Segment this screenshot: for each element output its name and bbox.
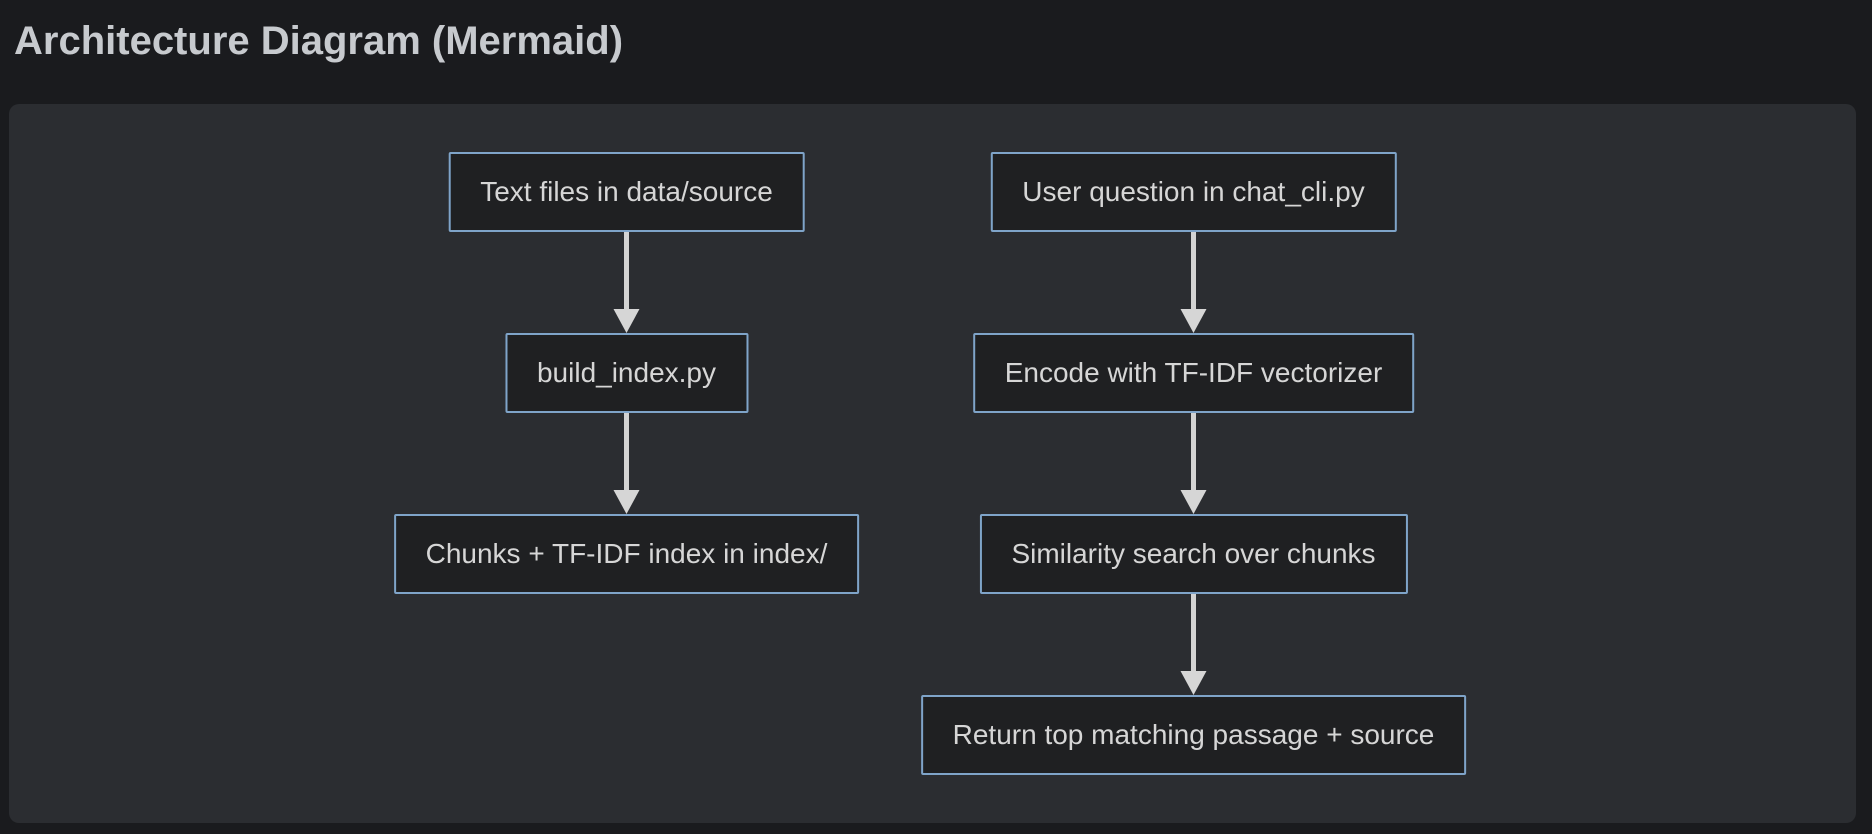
edge-arrow-similarity-search-to-return-passage [1180,593,1207,695]
edge-arrow-user-question-to-encode-tfidf [1180,232,1207,333]
diagram-panel: Text files in data/source User question … [9,104,1856,823]
node-build-index: build_index.py [504,333,749,413]
node-user-question: User question in chat_cli.py [990,152,1397,232]
edge-arrow-text-files-to-build-index [613,232,640,333]
node-chunks-index: Chunks + TF-IDF index in index/ [393,514,860,594]
page-title: Architecture Diagram (Mermaid) [14,19,624,63]
node-text-files: Text files in data/source [448,152,805,232]
edge-arrow-encode-tfidf-to-similarity-search [1180,413,1207,514]
node-encode-tfidf: Encode with TF-IDF vectorizer [972,333,1415,413]
node-similarity-search: Similarity search over chunks [979,514,1408,594]
edge-arrow-build-index-to-chunks-index [613,413,640,514]
node-return-passage: Return top matching passage + source [920,695,1467,775]
